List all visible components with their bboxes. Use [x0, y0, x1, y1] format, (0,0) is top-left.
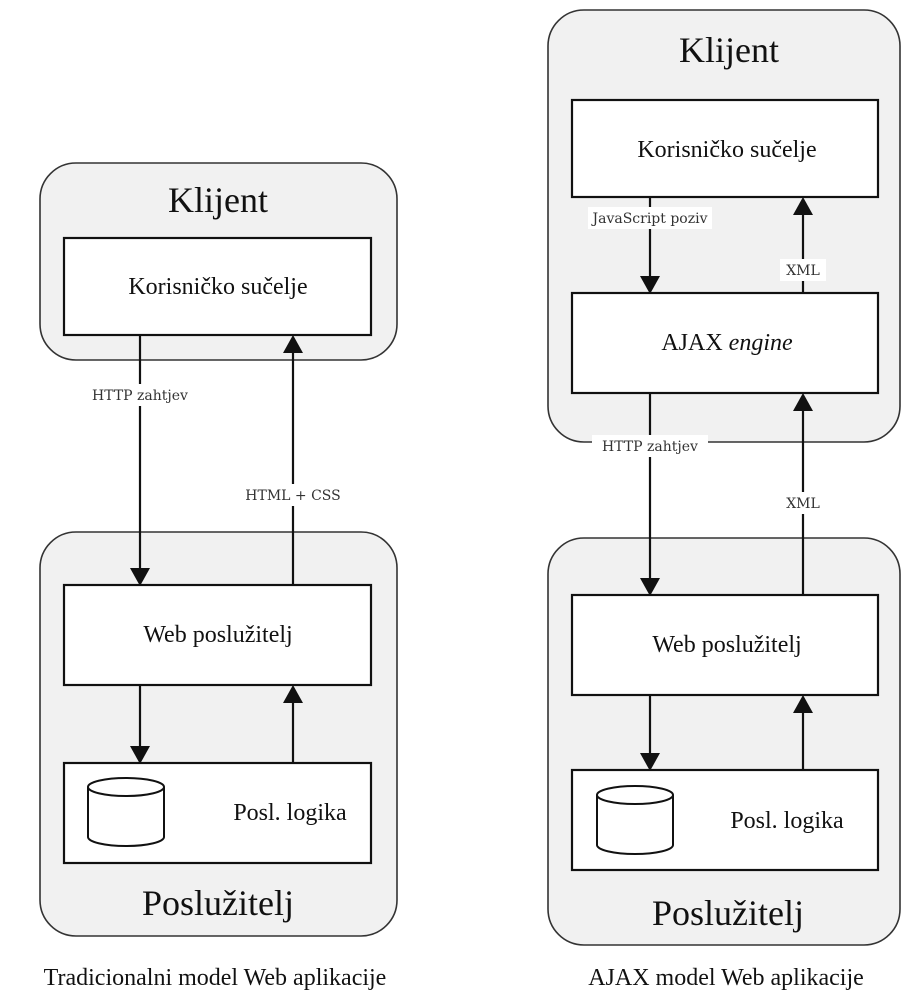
left-down-arrowhead: [130, 746, 150, 764]
right-request-label: HTTP zahtjev: [602, 439, 698, 455]
database-icon: [87, 777, 165, 847]
traditional-model-diagram: Klijent Korisničko sučelje Web poslužite…: [39, 162, 398, 991]
left-web-server-label: Web poslužitelj: [143, 622, 292, 648]
left-ui-box: [62, 236, 373, 337]
right-up-arrowhead: [793, 695, 813, 713]
left-web-server-box: [62, 583, 373, 687]
right-caption: AJAX model Web aplikacije: [588, 965, 864, 991]
right-client-title: Klijent: [679, 30, 779, 70]
left-client-title: Klijent: [168, 180, 268, 220]
left-server-title: Poslužitelj: [142, 883, 294, 923]
database-icon: [596, 785, 674, 855]
right-web-server-label: Web poslužitelj: [652, 632, 801, 658]
right-down-arrowhead: [640, 753, 660, 771]
right-xml-bottom-arrowhead: [793, 393, 813, 411]
left-ui-label: Korisničko sučelje: [128, 274, 307, 300]
left-caption: Tradicionalni model Web aplikacije: [44, 965, 387, 991]
right-ui-box: [570, 98, 880, 199]
right-request-arrowhead: [640, 578, 660, 596]
left-request-label: HTTP zahtjev: [92, 388, 188, 404]
right-logic-label: Posl. logika: [730, 808, 844, 834]
right-web-server-box: [570, 593, 880, 697]
right-ui-label: Korisničko sučelje: [637, 137, 816, 163]
right-js-call-arrowhead: [640, 276, 660, 294]
left-response-label: HTML + CSS: [245, 488, 340, 504]
right-js-call-label: JavaScript poziv: [590, 211, 707, 227]
ajax-model-diagram: Klijent Korisničko sučelje AJAX engine W…: [547, 9, 901, 991]
right-xml-bottom-label: XML: [786, 496, 820, 512]
right-xml-top-label: XML: [786, 263, 820, 279]
left-logic-label: Posl. logika: [233, 800, 347, 826]
right-ajax-engine-label: AJAX engine: [661, 330, 793, 356]
right-ajax-engine-box: [570, 291, 880, 395]
right-xml-top-arrowhead: [793, 197, 813, 215]
right-server-title: Poslužitelj: [652, 893, 804, 933]
left-request-arrowhead: [130, 568, 150, 586]
left-up-arrowhead: [283, 685, 303, 703]
left-response-arrowhead: [283, 335, 303, 353]
